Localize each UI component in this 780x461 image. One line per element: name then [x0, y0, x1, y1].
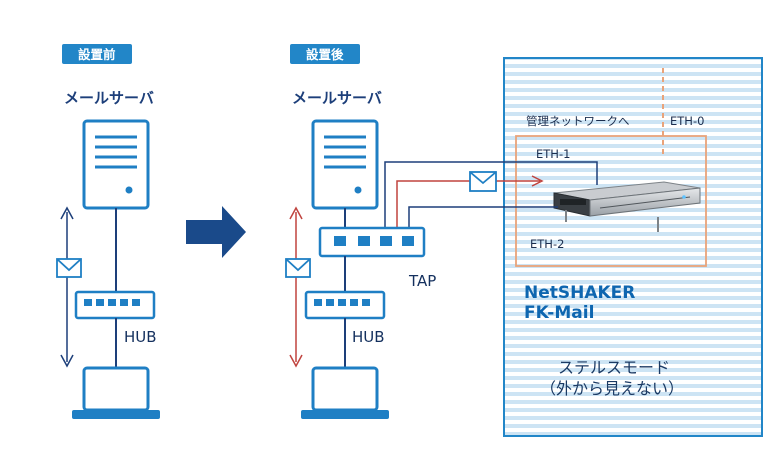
- stealth-mode-note: （外から見えない）: [540, 379, 684, 398]
- mail-icon: [285, 258, 311, 278]
- stealth-mode-label: ステルスモード: [558, 358, 670, 377]
- before-server-label: メールサーバ: [64, 89, 154, 107]
- eth2-label: ETH-2: [530, 237, 564, 251]
- tap-icon: [318, 226, 426, 258]
- hub-icon: [74, 290, 156, 320]
- before-badge: [62, 44, 132, 64]
- eth1-label: ETH-1: [536, 147, 570, 161]
- product-model: FK-Mail: [524, 303, 594, 323]
- right-arrow-icon: [186, 206, 246, 258]
- laptop-icon: [301, 366, 389, 419]
- rack-appliance-icon: [553, 181, 701, 232]
- updown-arrow-icon: [289, 206, 303, 368]
- product-name: NetSHAKER: [524, 283, 635, 303]
- before-section: 設置前 メールサーバ HUB: [56, 44, 160, 419]
- server-icon: [311, 119, 379, 210]
- after-server-label: メールサーバ: [292, 89, 382, 107]
- after-section: 設置後 メールサーバ: [285, 44, 598, 419]
- mgmt-label: 管理ネットワークへ: [526, 114, 630, 128]
- laptop-icon: [72, 366, 160, 419]
- eth-frame: [515, 135, 707, 267]
- appliance-panel: 管理ネットワークへ ETH-0 ETH-1 ETH-2 NetSHAKER FK…: [503, 57, 763, 437]
- after-badge-text: 設置後: [306, 47, 344, 62]
- eth0-label: ETH-0: [670, 114, 704, 128]
- updown-arrow-icon: [60, 206, 74, 368]
- after-hub-label: HUB: [352, 328, 385, 346]
- server-icon: [82, 119, 150, 210]
- mail-icon: [469, 171, 497, 192]
- after-badge: [290, 44, 360, 64]
- before-badge-text: 設置前: [78, 47, 116, 62]
- tap-label: TAP: [408, 272, 436, 290]
- hub-icon: [304, 290, 386, 320]
- before-hub-label: HUB: [124, 328, 157, 346]
- mail-icon: [56, 258, 82, 278]
